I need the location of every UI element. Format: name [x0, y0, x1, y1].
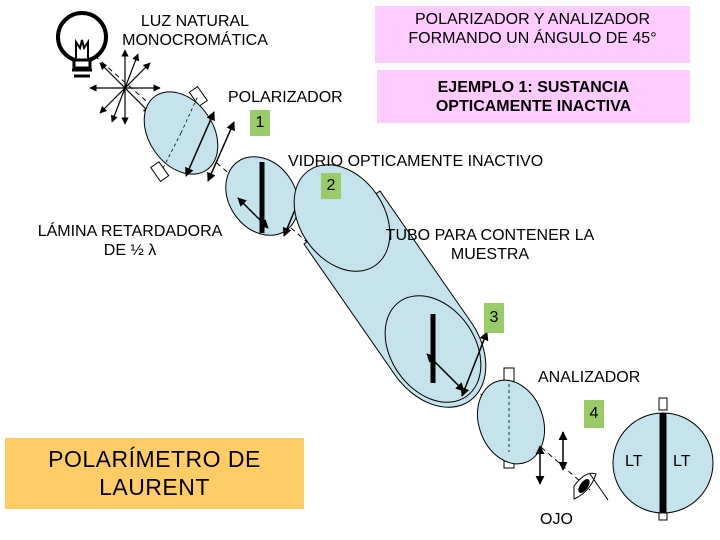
unpolarized-rays [89, 49, 161, 125]
diagram-title-box: POLARÍMETRO DE LAURENT [5, 438, 304, 509]
half-wave-plate-line1: LÁMINA RETARDADORA [37, 223, 223, 240]
polarized-vector-2 [207, 121, 235, 182]
example-box [377, 70, 690, 123]
sample-tube [293, 164, 487, 408]
polarizer-label: POLARIZADOR [228, 89, 343, 106]
polarized-vector-4 [460, 331, 489, 397]
example-text: EJEMPLO 1: SUSTANCIA OPTICAMENTE INACTIV… [377, 78, 690, 116]
rotated-vector-1 [237, 197, 269, 229]
analyzer-disc [477, 367, 545, 469]
angle-info-line2: FORMANDO UN ÁNGULO DE 45° [408, 30, 657, 48]
lt-right-label: LT [673, 453, 691, 470]
diagram-title-line1: POLARÍMETRO DE [48, 445, 261, 472]
marker-2: 2 [321, 173, 341, 199]
diagram-title-line2: LAURENT [99, 473, 210, 500]
marker-4: 4 [584, 400, 604, 428]
half-wave-plate-label: LÁMINA RETARDADORA DE ½ λ [20, 222, 240, 260]
light-bulb-icon [56, 11, 108, 78]
half-wave-plate-line2: DE ½ λ [103, 242, 157, 260]
tube-label: TUBO PARA CONTENER LA MUESTRA [368, 226, 612, 264]
marker-1: 1 [250, 110, 270, 136]
light-source-line2: MONOCROMÁTICA [122, 32, 268, 50]
light-source-line1: LUZ NATURAL [140, 13, 250, 30]
eye-label: OJO [540, 511, 573, 528]
example-line1: EJEMPLO 1: SUSTANCIA [437, 79, 630, 96]
angle-info-box [375, 6, 690, 63]
angle-info-line1: POLARIZADOR Y ANALIZADOR [414, 11, 651, 28]
tube-line1: TUBO PARA CONTENER LA [385, 227, 595, 244]
tube-line2: MUESTRA [450, 246, 530, 264]
glass-label: VIDRIO OPTICAMENTE INACTIVO [288, 153, 544, 170]
field-of-view [612, 397, 714, 521]
eye-icon [573, 472, 609, 501]
analyzer-label: ANALIZADOR [538, 369, 641, 386]
light-source-label: LUZ NATURAL MONOCROMÁTICA [110, 12, 280, 50]
rotated-vector-2 [426, 353, 465, 392]
example-line2: OPTICAMENTE INACTIVA [435, 98, 632, 116]
polarizer-disc [143, 85, 219, 183]
angle-info-text: POLARIZADOR Y ANALIZADOR FORMANDO UN ÁNG… [375, 10, 690, 48]
lt-left-label: LT [625, 453, 643, 470]
marker-3: 3 [484, 303, 504, 333]
